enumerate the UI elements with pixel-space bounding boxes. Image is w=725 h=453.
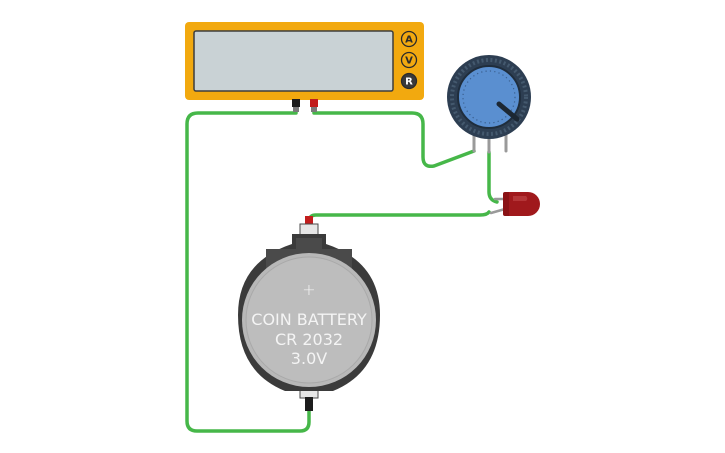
potentiometer-knob[interactable]	[457, 65, 521, 129]
multimeter-com-terminal[interactable]	[292, 99, 300, 112]
coin-battery[interactable]: + COIN BATTERY CR 2032 3.0V	[238, 216, 380, 411]
multimeter[interactable]: A V R	[185, 22, 424, 112]
potentiometer-knurl-ring	[450, 58, 528, 136]
coin-cell-face	[245, 256, 373, 384]
led[interactable]	[489, 192, 540, 216]
wire-meter-to-battery-negative[interactable]	[185, 109, 311, 433]
led-body	[509, 192, 540, 216]
led-highlight	[513, 196, 528, 201]
potentiometer-pointer	[496, 101, 520, 122]
battery-label-line2: CR 2032	[275, 330, 343, 349]
potentiometer-knob-dots	[462, 70, 516, 124]
mode-label-a: A	[405, 35, 413, 46]
wire-led-to-battery-positive[interactable]	[307, 210, 491, 226]
mode-button-ohmmeter[interactable]: R	[400, 72, 418, 90]
mode-button-ammeter[interactable]: A	[400, 30, 418, 48]
multimeter-display	[193, 30, 394, 92]
battery-label-line3: 3.0V	[291, 349, 327, 368]
multimeter-positive-terminal[interactable]	[310, 99, 318, 112]
led-lead-cathode	[489, 207, 507, 215]
battery-plus-symbol: +	[302, 280, 315, 299]
potentiometer[interactable]	[447, 55, 531, 154]
battery-label-line1: COIN BATTERY	[251, 310, 367, 329]
mode-button-voltmeter[interactable]: V	[400, 51, 418, 69]
wire-meter-to-potentiometer[interactable]	[312, 109, 476, 169]
wire-potentiometer-to-led[interactable]	[487, 150, 499, 204]
mode-label-v: V	[405, 56, 413, 67]
mode-label-r: R	[405, 77, 413, 88]
battery-positive-terminal[interactable]	[299, 216, 319, 237]
